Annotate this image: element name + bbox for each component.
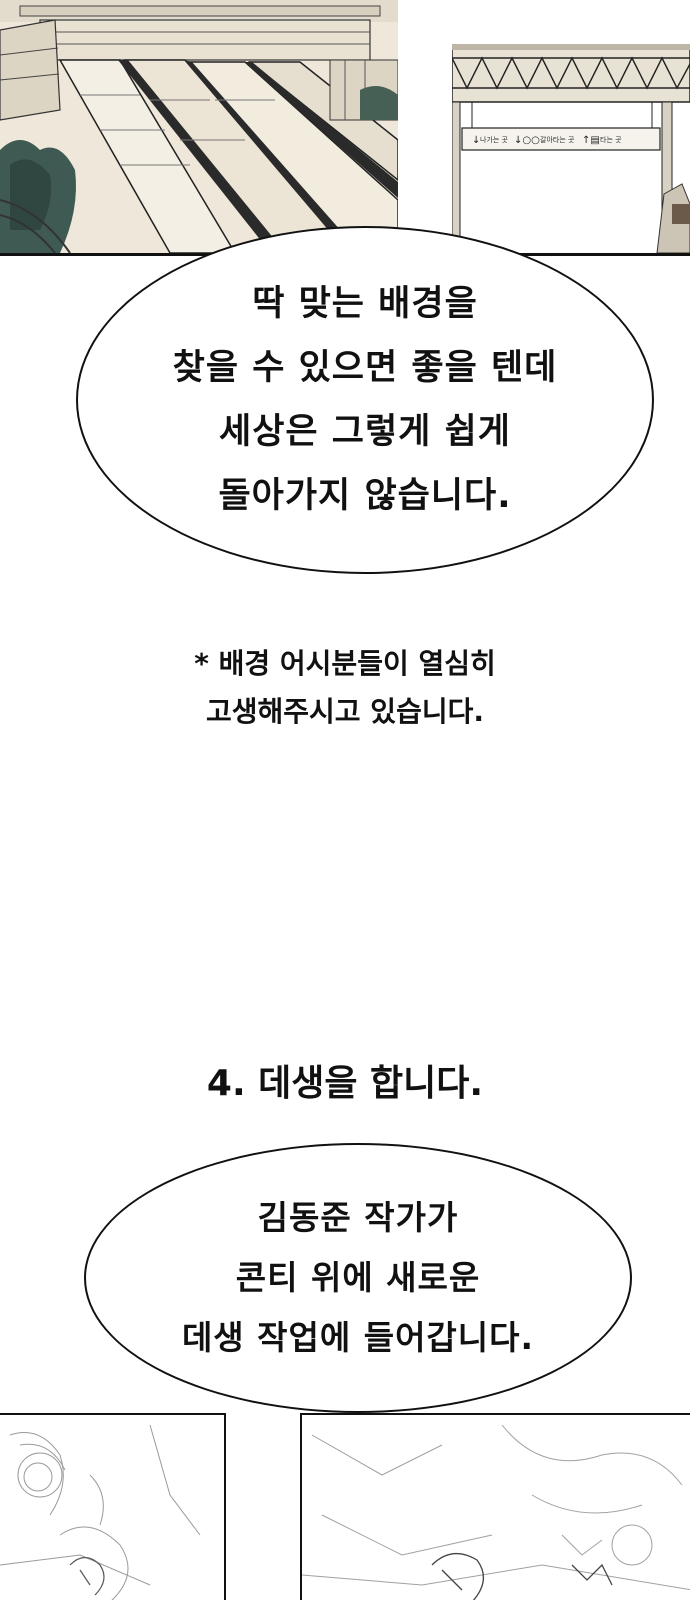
pencil-sketch-right xyxy=(302,1424,690,1600)
svg-text:↓○○: ↓○○ xyxy=(514,135,540,146)
sketch-panel-right xyxy=(300,1413,690,1600)
speech-bubble-2-text: 김동준 작가가 콘티 위에 새로운 데생 작업에 들어갑니다. xyxy=(181,1198,535,1357)
assistant-note: * 배경 어시분들이 열심히 고생해주시고 있습니다. xyxy=(194,647,496,728)
speech-bubble-2: 김동준 작가가 콘티 위에 새로운 데생 작업에 들어갑니다. xyxy=(84,1143,632,1413)
station-illustration-panel xyxy=(0,0,398,253)
sketch-panel-left xyxy=(0,1413,226,1600)
platform-sign-illustration: ↓ 나가는 곳 ↓○○ 갈아타는 곳 ↑▤ 타는 곳 xyxy=(452,44,690,253)
speech-bubble-1: 딱 맞는 배경을 찾을 수 있으면 좋을 텐데 세상은 그렇게 쉽게 돌아가지 … xyxy=(76,226,654,574)
speech-bubble-1-text: 딱 맞는 배경을 찾을 수 있으면 좋을 텐데 세상은 그렇게 쉽게 돌아가지 … xyxy=(172,284,558,516)
svg-text:↑▤: ↑▤ xyxy=(582,135,600,146)
svg-text:↓: ↓ xyxy=(472,135,480,146)
pencil-sketch-left xyxy=(0,1424,201,1600)
platform-sign-panel: ↓ 나가는 곳 ↓○○ 갈아타는 곳 ↑▤ 타는 곳 xyxy=(452,44,690,253)
station-illustration xyxy=(0,0,398,253)
sign-exit-label: 나가는 곳 xyxy=(480,135,509,144)
step4-heading: 4. 데생을 합니다. xyxy=(206,1063,484,1104)
sign-transfer-label: 갈아타는 곳 xyxy=(540,135,575,144)
sign-board-label: 타는 곳 xyxy=(600,135,622,144)
